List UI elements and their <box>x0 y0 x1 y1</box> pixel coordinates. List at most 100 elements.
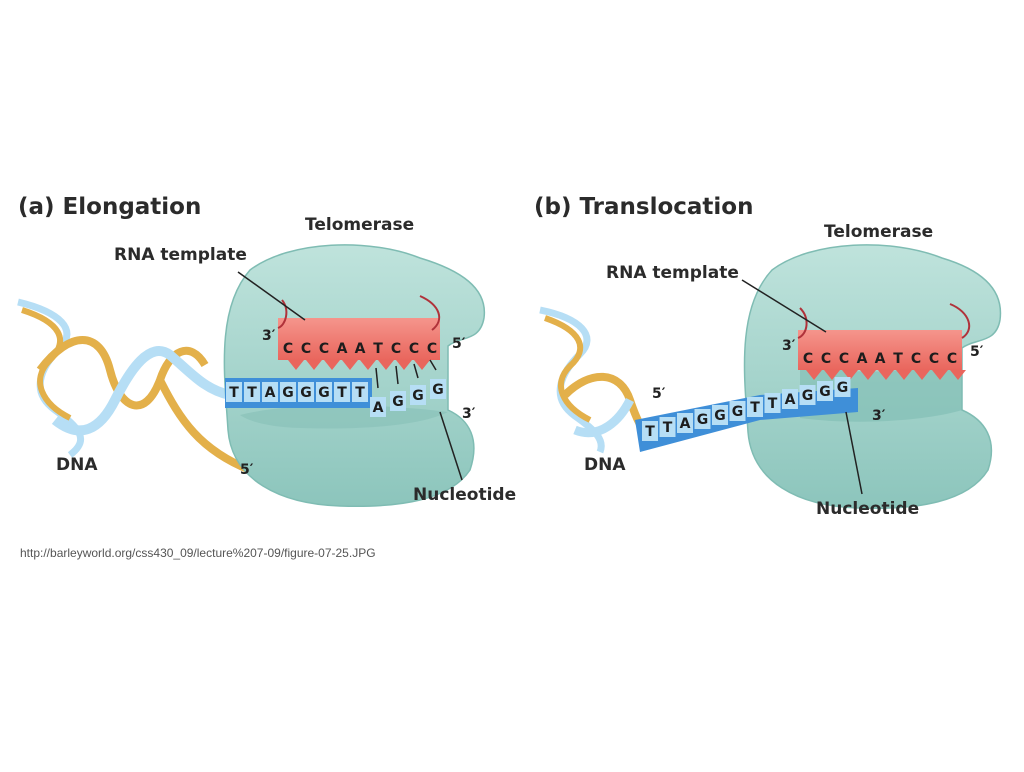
panel-b-dna-base-box <box>694 409 711 429</box>
panel-b-dna-base: T <box>768 396 778 412</box>
panel-b-dna-base-box <box>729 401 746 421</box>
panel-b-dna-base: G <box>819 384 831 400</box>
panel-a-dna-5prime: 5′ <box>240 462 254 478</box>
panel-b-dna-base: G <box>697 412 709 428</box>
panel-a-dna-base-box <box>226 382 242 402</box>
panel-b-rna-base: C <box>839 351 849 367</box>
panel-b-rna-3prime: 3′ <box>782 338 796 354</box>
panel-b-rna-5prime: 5′ <box>970 344 984 360</box>
panel-b-rna-base: T <box>893 351 903 367</box>
source-caption: http://barleyworld.org/css430_09/lecture… <box>20 546 376 560</box>
panel-a-dna-base: T <box>337 385 347 401</box>
panel-b-dna-base: G <box>837 380 849 396</box>
panel-a-dna-base: G <box>318 385 330 401</box>
panel-b-dna-3prime: 3′ <box>872 408 886 424</box>
panel-a-rna-leader <box>237 271 306 321</box>
panel-a-dna-base-box <box>262 382 278 402</box>
panel-a-rna-base: C <box>427 341 437 357</box>
panel-a-nucleotide-base: A <box>373 400 384 416</box>
panel-a-rna-base: C <box>319 341 329 357</box>
panel-a-telomerase-label: Telomerase <box>305 215 414 235</box>
panel-a-nucleotide-base-box <box>390 391 406 411</box>
panel-a-rna-base: C <box>391 341 401 357</box>
panel-b-rna-base: C <box>803 351 813 367</box>
panel-b-dna-base: G <box>714 408 726 424</box>
panel-b-title: (b) Translocation <box>534 194 753 220</box>
panel-a-dna-base: G <box>282 385 294 401</box>
panel-a-rna-base: C <box>409 341 419 357</box>
panel-b-dna-base-box <box>764 393 781 413</box>
panel-b-dna-base-box <box>817 381 833 401</box>
panel-a-rna-base: A <box>355 341 366 357</box>
panel-b-rna-base: C <box>929 351 939 367</box>
panel-b-nucleotide-label: Nucleotide <box>816 499 919 519</box>
panel-a-nucleotide-base: G <box>412 388 424 404</box>
panel-a-dna-base: T <box>229 385 239 401</box>
panel-b-dna-label: DNA <box>584 455 626 475</box>
panel-a-nucleotide-base: G <box>432 382 444 398</box>
panel-a-nucleotide-base: G <box>392 394 404 410</box>
panel-a-dna-base: T <box>355 385 365 401</box>
panel-a-rna-3prime: 3′ <box>262 328 276 344</box>
panel-a-rna-5prime: 5′ <box>452 336 466 352</box>
panel-a-nucleotide-label: Nucleotide <box>413 485 516 505</box>
panel-a-dna-base-box <box>352 382 368 402</box>
panel-b-dna-base-box <box>659 417 676 437</box>
panel-b-dna-base-box <box>799 385 816 405</box>
panel-b-rna-base: C <box>911 351 921 367</box>
panel-b-telomerase-label: Telomerase <box>824 222 933 242</box>
panel-a-rna-base: T <box>373 341 383 357</box>
panel-a-dna-helix <box>17 298 252 474</box>
panel-b-rna-leader <box>741 279 827 333</box>
panel-b-rna-template-label: RNA template <box>606 263 739 283</box>
panel-a-dna-base: T <box>247 385 257 401</box>
panel-a-nucleotide-base-box <box>370 397 386 417</box>
panel-a-dna-base-box <box>316 382 332 402</box>
panel-b-dna-base: T <box>645 424 655 440</box>
panel-a-rna-template-label: RNA template <box>114 245 247 265</box>
panel-a-rna-base: A <box>337 341 348 357</box>
panel-b-rna-base: C <box>947 351 957 367</box>
panel-b-rna-base: C <box>821 351 831 367</box>
panel-a-dna-base-box <box>334 382 350 402</box>
panel-b-dna-base-box <box>677 413 693 433</box>
panel-a-telomerase-body <box>223 244 486 508</box>
panel-a-dna-base-box <box>244 382 260 402</box>
panel-b-dna-5prime: 5′ <box>652 386 666 402</box>
panel-a-title: (a) Elongation <box>18 194 201 220</box>
panel-b-nucleotide-leader <box>845 411 863 495</box>
panel-b-dna-base: T <box>663 420 673 436</box>
panel-b-dna-base: T <box>750 400 760 416</box>
panel-b-dna-base: A <box>785 392 796 408</box>
panel-b-dna-base: G <box>802 388 814 404</box>
panel-b-dna-base-box <box>747 397 763 417</box>
panel-b-dna-base-box <box>712 405 728 425</box>
panel-b-dna-base: G <box>732 404 744 420</box>
panel-a-dna-base-box <box>298 382 314 402</box>
panel-a-dna-label: DNA <box>56 455 98 475</box>
panel-a-dna-3prime: 3′ <box>462 406 476 422</box>
panel-a-rna-base: C <box>283 341 293 357</box>
panel-a-nucleotide-base-box <box>410 385 426 405</box>
panel-b-rna-base: A <box>875 351 886 367</box>
panel-a-nucleotide-leader <box>439 411 463 481</box>
panel-b-dna-base-box <box>642 421 658 441</box>
panel-a-rna-base: C <box>301 341 311 357</box>
panel-a-dna-base-box <box>280 382 296 402</box>
panel-b-dna-base: A <box>680 416 691 432</box>
panel-a-nucleotide-base-box <box>430 379 446 399</box>
panel-a-dna-base: G <box>300 385 312 401</box>
panel-b-rna-base: A <box>857 351 868 367</box>
panel-b-dna-base-box <box>782 389 798 409</box>
panel-b-dna-base-box <box>834 377 851 397</box>
panel-a-dna-base: A <box>265 385 276 401</box>
